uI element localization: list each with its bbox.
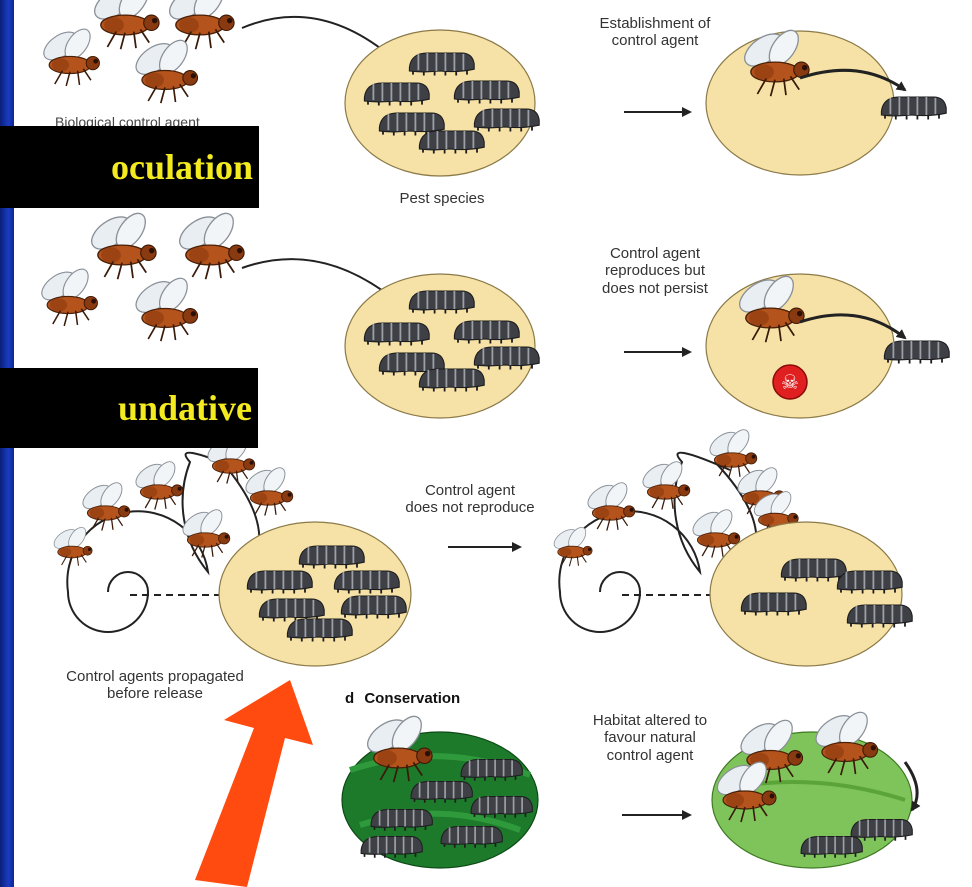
panel-c bbox=[51, 426, 912, 666]
fly-icon bbox=[89, 0, 159, 49]
pest-oval bbox=[345, 30, 535, 176]
result-oval bbox=[706, 31, 894, 175]
conservation-title: Conservation bbox=[364, 690, 460, 707]
inundative-label: undative bbox=[118, 390, 252, 426]
fly-icon bbox=[551, 524, 592, 566]
inoculation-label: oculation bbox=[111, 149, 253, 185]
fly-icon bbox=[86, 208, 156, 279]
skull-crossbones-icon: ☠ bbox=[773, 365, 807, 399]
fly-icon bbox=[79, 479, 130, 531]
fly-icon bbox=[131, 35, 198, 103]
fly-icon bbox=[706, 426, 757, 478]
fly-icon bbox=[51, 524, 92, 566]
fly-icon bbox=[242, 464, 293, 516]
does-not-reproduce-text: Control agent does not reproduce bbox=[390, 482, 550, 517]
establishment-text: Establishment of control agent bbox=[580, 15, 730, 50]
fly-icon bbox=[179, 506, 230, 558]
fly-icon bbox=[131, 273, 198, 341]
inoculation-label-box: oculation bbox=[0, 126, 259, 208]
fly-icon bbox=[37, 265, 98, 326]
pest-species-text: Pest species bbox=[392, 190, 492, 207]
fly-icon bbox=[132, 458, 183, 510]
reproduces-text: Control agent reproduces but does not pe… bbox=[585, 245, 725, 297]
propagated-text: Control agents propagated before release bbox=[40, 668, 270, 703]
biological-control-agent-caption: Biological control agent bbox=[55, 114, 200, 126]
fly-icon bbox=[39, 25, 100, 86]
svg-text:☠: ☠ bbox=[781, 370, 799, 394]
habitat-text: Habitat altered to favour natural contro… bbox=[580, 712, 720, 764]
highlight-arrow bbox=[195, 680, 313, 887]
inundative-label-box: undative bbox=[0, 368, 258, 448]
caterpillar-icon bbox=[881, 97, 946, 120]
fly-icon bbox=[174, 208, 244, 279]
panel-letter-d: d bbox=[345, 690, 354, 707]
conservation-heading: d Conservation bbox=[345, 690, 460, 707]
caterpillar-icon bbox=[884, 341, 949, 364]
fly-icon bbox=[639, 458, 690, 510]
